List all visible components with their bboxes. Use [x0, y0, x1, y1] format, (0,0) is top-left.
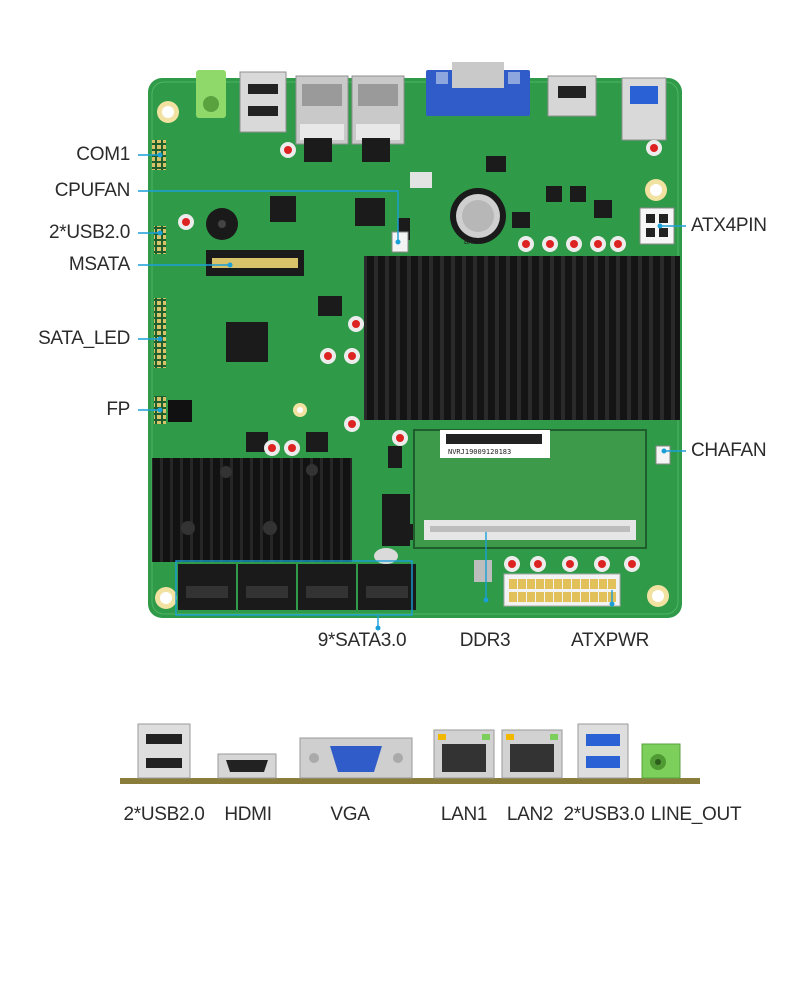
io-lan1-port — [433, 729, 495, 779]
label-com1: COM1 — [76, 144, 130, 165]
io-lan2-port — [501, 729, 563, 779]
label-atxpwr: ATXPWR — [570, 630, 650, 651]
callout-dots — [157, 152, 667, 631]
io-line-out-port — [641, 743, 681, 779]
io-baseline — [120, 778, 700, 784]
label-msata: MSATA — [68, 254, 130, 275]
cpu-heatsink — [364, 256, 680, 420]
label-io-vga: VGA — [330, 804, 370, 825]
io-usb30-port — [577, 723, 629, 779]
label-io-lan1: LAN1 — [440, 804, 488, 825]
label-usb20-internal: 2*USB2.0 — [48, 222, 130, 243]
chafan-connector — [655, 445, 671, 465]
label-io-usb20: 2*USB2.0 — [123, 804, 205, 825]
sodimm-serial-text: NVRJ19009120183 — [448, 448, 511, 456]
label-sata30: 9*SATA3.0 — [317, 630, 407, 651]
io-hdmi-port — [217, 753, 277, 779]
label-io-line-out: LINE_OUT — [650, 804, 742, 825]
label-io-hdmi: HDMI — [224, 804, 272, 825]
callout-lines — [138, 154, 686, 628]
label-atx4pin: ATX4PIN — [691, 215, 767, 236]
label-sata-led: SATA_LED — [38, 328, 130, 349]
capacitors — [178, 140, 662, 572]
label-ddr3: DDR3 — [459, 630, 511, 651]
io-panel — [120, 723, 700, 784]
label-io-lan2: LAN2 — [506, 804, 554, 825]
sata-ports — [178, 494, 416, 610]
left-headers — [152, 140, 192, 424]
mounting-holes — [155, 101, 669, 609]
label-fp: FP — [106, 399, 130, 420]
io-usb20-port — [137, 723, 191, 779]
label-chafan: CHAFAN — [691, 440, 767, 461]
io-vga-port — [299, 737, 413, 779]
label-io-usb30: 2*USB3.0 — [563, 804, 645, 825]
label-cpufan: CPUFAN — [54, 180, 131, 201]
top-io-row — [196, 62, 667, 145]
battery-text: BAT1 — [464, 238, 481, 246]
components — [206, 138, 612, 582]
chipset-heatsink — [152, 458, 352, 562]
